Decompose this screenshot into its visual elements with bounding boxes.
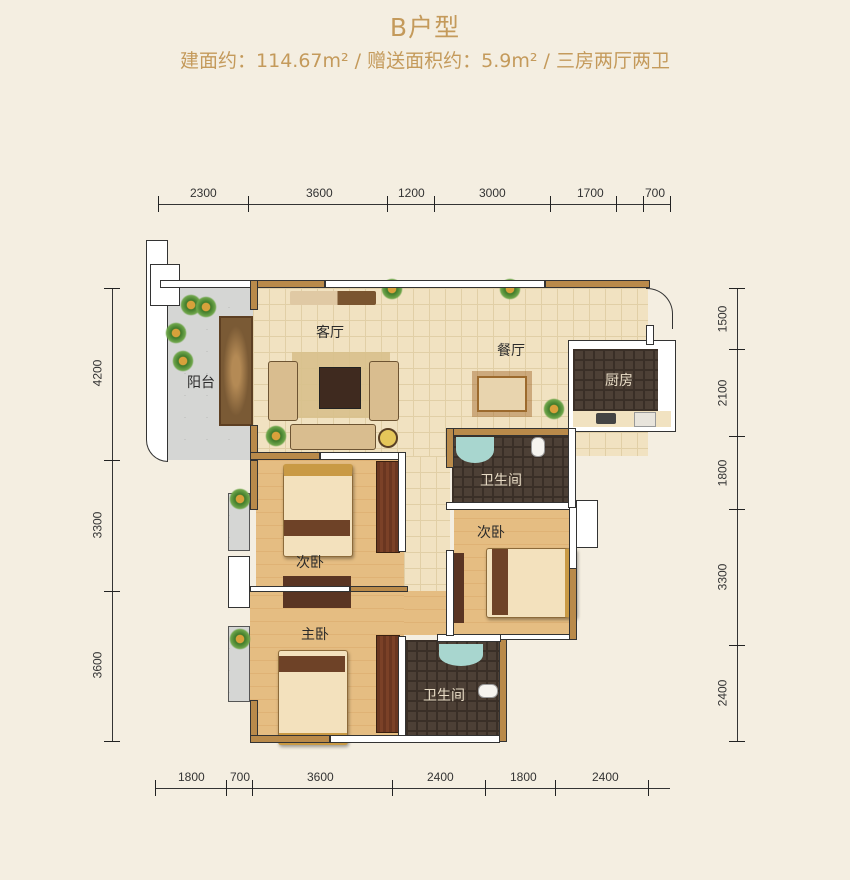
ac-unit-mid xyxy=(228,556,250,608)
label-living-room: 客厅 xyxy=(316,325,344,341)
lamp xyxy=(378,428,398,448)
bathroom-1-toilet xyxy=(531,437,545,457)
plan-subtitle: 建面约：114.67m² / 赠送面积约：5.9m² / 三房两厅两卫 xyxy=(180,50,670,72)
tv-cabinet xyxy=(290,291,376,305)
plan-title: B户型 xyxy=(389,13,461,42)
wall-bedroom-2b-right-brown xyxy=(569,568,577,640)
hallway-wood-floor xyxy=(404,591,450,635)
wall-bedroom-left xyxy=(250,460,258,510)
corridor-floor xyxy=(404,456,450,591)
dim-right-5: 2400 xyxy=(715,679,730,707)
sofa-left xyxy=(268,361,298,421)
dim-top-3: 1200 xyxy=(398,186,425,200)
kitchen-counter xyxy=(573,411,671,427)
dim-bottom-3: 3600 xyxy=(307,770,334,784)
kitchen-floor xyxy=(573,349,658,411)
wall-master-bottom xyxy=(250,735,330,743)
ac-unit-right xyxy=(576,500,598,548)
dining-table xyxy=(477,376,527,412)
dim-left-1: 4200 xyxy=(90,359,105,387)
wall-bedroom-2a-right xyxy=(398,452,406,552)
dim-top-2: 3600 xyxy=(306,186,333,200)
wall-master-bottom-white xyxy=(330,735,500,743)
label-bedroom-2b: 次卧 xyxy=(477,525,505,541)
plant-icon xyxy=(543,398,565,420)
bedroom-2a-bed-blanket xyxy=(284,520,350,536)
sofa-right xyxy=(369,361,399,421)
balcony-rug xyxy=(219,316,253,426)
plant-icon xyxy=(229,488,251,510)
wall-top-living xyxy=(250,280,325,288)
stove xyxy=(596,413,616,424)
dim-top-5: 1700 xyxy=(577,186,604,200)
master-wardrobe xyxy=(376,635,400,733)
wall-bedroom-2a-top-white xyxy=(320,452,406,460)
dim-right-1: 1500 xyxy=(715,305,730,333)
wall-entrance-right xyxy=(646,325,654,345)
wall-top-left xyxy=(160,280,252,288)
dim-right-4: 3300 xyxy=(715,563,730,591)
bedroom-2b-bed-blanket xyxy=(492,549,508,615)
dim-bottom-2: 700 xyxy=(230,770,251,784)
wall-bedroom-2b-bottom xyxy=(500,634,570,640)
label-bathroom-2: 卫生间 xyxy=(423,688,465,704)
dim-left-2: 3300 xyxy=(90,511,105,539)
bedroom-2b-tv xyxy=(454,553,464,623)
wall-bedroom-2a-top xyxy=(250,452,320,460)
label-balcony: 阳台 xyxy=(187,375,215,391)
tv-unit-shared xyxy=(283,576,351,608)
dim-top-6: 700 xyxy=(645,186,666,200)
plant-icon xyxy=(265,425,287,447)
wall-bedroom-divider-brown xyxy=(350,586,408,592)
wall-top-mid xyxy=(325,280,545,288)
label-dining-room: 餐厅 xyxy=(497,343,525,359)
dim-right-2: 2100 xyxy=(715,379,730,407)
wall-bedroom-divider xyxy=(250,586,350,592)
wall-master-right xyxy=(398,636,406,736)
kitchen-sink xyxy=(634,412,656,427)
wall-bath1-left xyxy=(446,428,454,468)
dim-top-4: 3000 xyxy=(479,186,506,200)
bedroom-2a-wardrobe xyxy=(376,461,400,553)
bathroom-1-sink xyxy=(456,437,494,463)
plant-icon xyxy=(229,628,251,650)
dim-bottom-5: 1800 xyxy=(510,770,537,784)
bathroom-2-toilet xyxy=(478,684,498,698)
dim-right-3: 1800 xyxy=(715,459,730,487)
dim-bottom-6: 2400 xyxy=(592,770,619,784)
wall-bath1-top xyxy=(446,428,576,436)
entrance-door[interactable] xyxy=(646,288,673,329)
wall-bedroom-2b-left xyxy=(446,550,454,636)
wall-top-right xyxy=(545,280,650,288)
sofa-bottom xyxy=(290,424,376,450)
label-bathroom-1: 卫生间 xyxy=(480,473,522,489)
dim-bottom-1: 1800 xyxy=(178,770,205,784)
wall-bedroom-2b-top xyxy=(446,502,570,510)
wall-bath1-right xyxy=(568,428,576,508)
dim-bottom-4: 2400 xyxy=(427,770,454,784)
dim-left-3: 3600 xyxy=(90,651,105,679)
bedroom-2a-bed xyxy=(283,464,353,557)
label-master-bedroom: 主卧 xyxy=(301,627,329,643)
wall-living-left-upper xyxy=(250,280,258,310)
bathroom-2-sink xyxy=(439,644,483,666)
label-bedroom-2a: 次卧 xyxy=(296,555,324,571)
coffee-table xyxy=(319,367,361,409)
label-kitchen: 厨房 xyxy=(605,373,633,389)
master-bed-blanket xyxy=(279,656,345,672)
dim-top-1: 2300 xyxy=(190,186,217,200)
wall-bath2-right xyxy=(499,636,507,742)
